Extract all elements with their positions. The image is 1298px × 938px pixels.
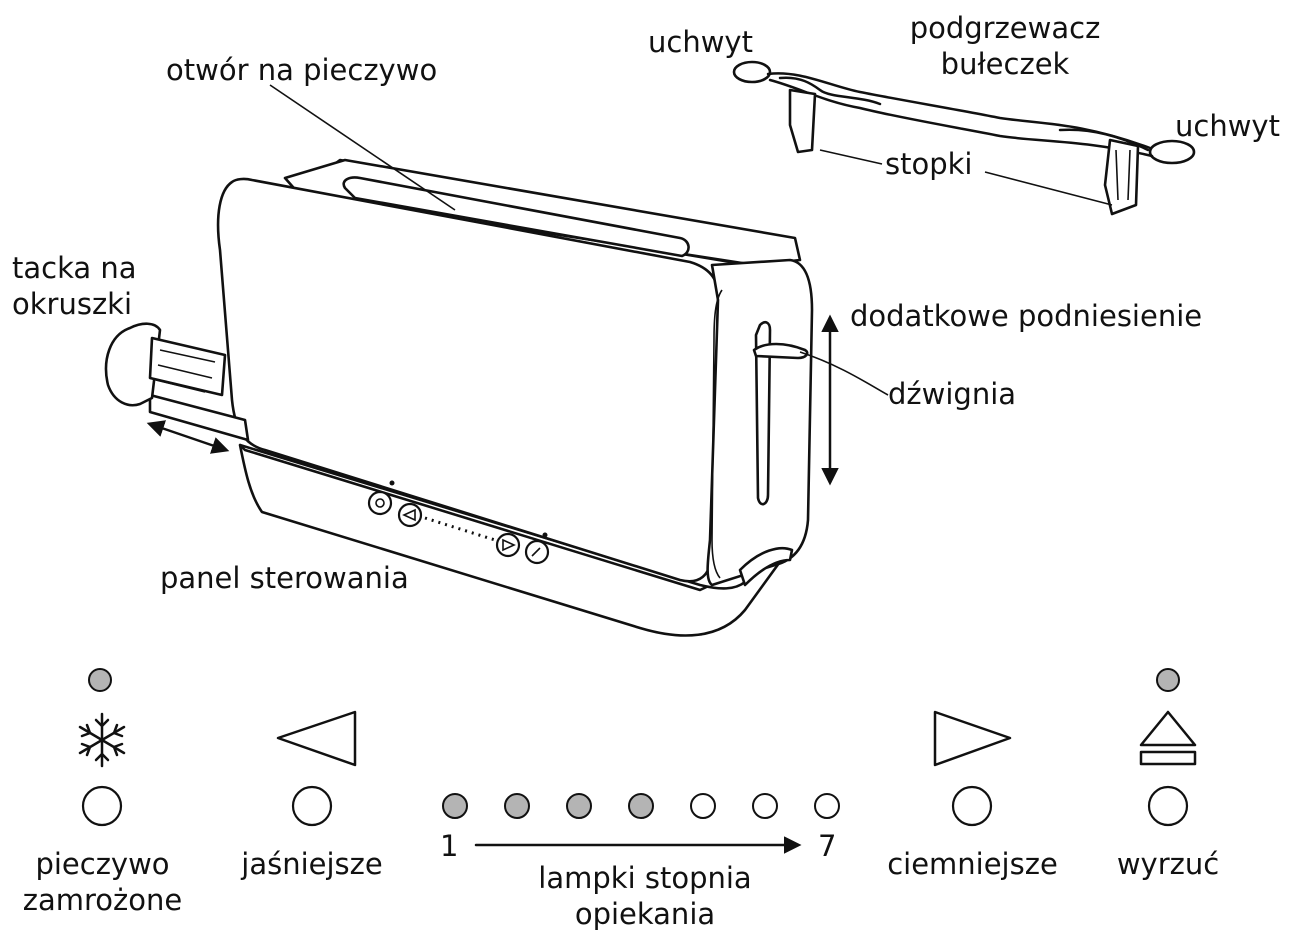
lighter-button xyxy=(291,785,333,827)
level-lamp-3 xyxy=(566,793,592,819)
label-bun-warmer-line2: bułeczek xyxy=(940,47,1070,81)
label-lighter: jaśniejsze xyxy=(241,847,383,881)
label-eject: wyrzuć xyxy=(1116,847,1220,881)
label-handle-right: uchwyt xyxy=(1175,109,1280,143)
eject-icon xyxy=(1139,710,1197,766)
label-crumb-tray-line1: tacka na xyxy=(12,251,137,285)
snowflake-icon xyxy=(78,712,126,768)
label-slot: otwór na pieczywo xyxy=(166,53,438,87)
label-handle-left: uchwyt xyxy=(648,25,753,59)
label-scale-end: 7 xyxy=(818,829,837,863)
label-darker: ciemniejsze xyxy=(887,847,1058,881)
label-feet: stopki xyxy=(885,147,973,181)
label-bun-warmer-line1: podgrzewacz xyxy=(909,11,1101,45)
label-frozen-line2: zamrożone xyxy=(22,883,183,917)
label-lamps-line2: opiekania xyxy=(574,897,716,931)
triangle-left-icon xyxy=(276,710,357,767)
label-extra-lift: dodatkowe podniesienie xyxy=(850,299,1203,333)
control-panel-detail xyxy=(78,668,1197,854)
bun-warmer-illustration xyxy=(732,60,1196,216)
label-bun-warmer: podgrzewacz bułeczek xyxy=(880,10,1130,82)
label-lamps-line1: lampki stopnia xyxy=(538,861,752,895)
label-lever: dźwignia xyxy=(888,377,1017,411)
frozen-indicator-led xyxy=(88,668,112,692)
level-lamp-1 xyxy=(442,793,468,819)
label-crumb-tray: tacka na okruszki xyxy=(12,250,137,322)
frozen-button xyxy=(81,785,123,827)
level-lamp-4 xyxy=(628,793,654,819)
darker-button xyxy=(951,785,993,827)
level-lamp-7 xyxy=(814,793,840,819)
label-scale-start: 1 xyxy=(440,829,459,863)
eject-button xyxy=(1147,785,1189,827)
label-frozen: pieczywo zamrożone xyxy=(0,846,205,918)
label-frozen-line1: pieczywo xyxy=(35,847,170,881)
label-crumb-tray-line2: okruszki xyxy=(12,287,133,321)
level-lamp-2 xyxy=(504,793,530,819)
eject-indicator-led xyxy=(1156,668,1180,692)
toaster-illustration xyxy=(104,158,814,637)
triangle-right-icon xyxy=(933,710,1012,767)
browning-level-lamps xyxy=(442,793,840,819)
level-lamp-6 xyxy=(752,793,778,819)
label-control-panel: panel sterowania xyxy=(160,561,409,595)
level-lamp-5 xyxy=(690,793,716,819)
label-lamps: lampki stopnia opiekania xyxy=(500,860,790,932)
